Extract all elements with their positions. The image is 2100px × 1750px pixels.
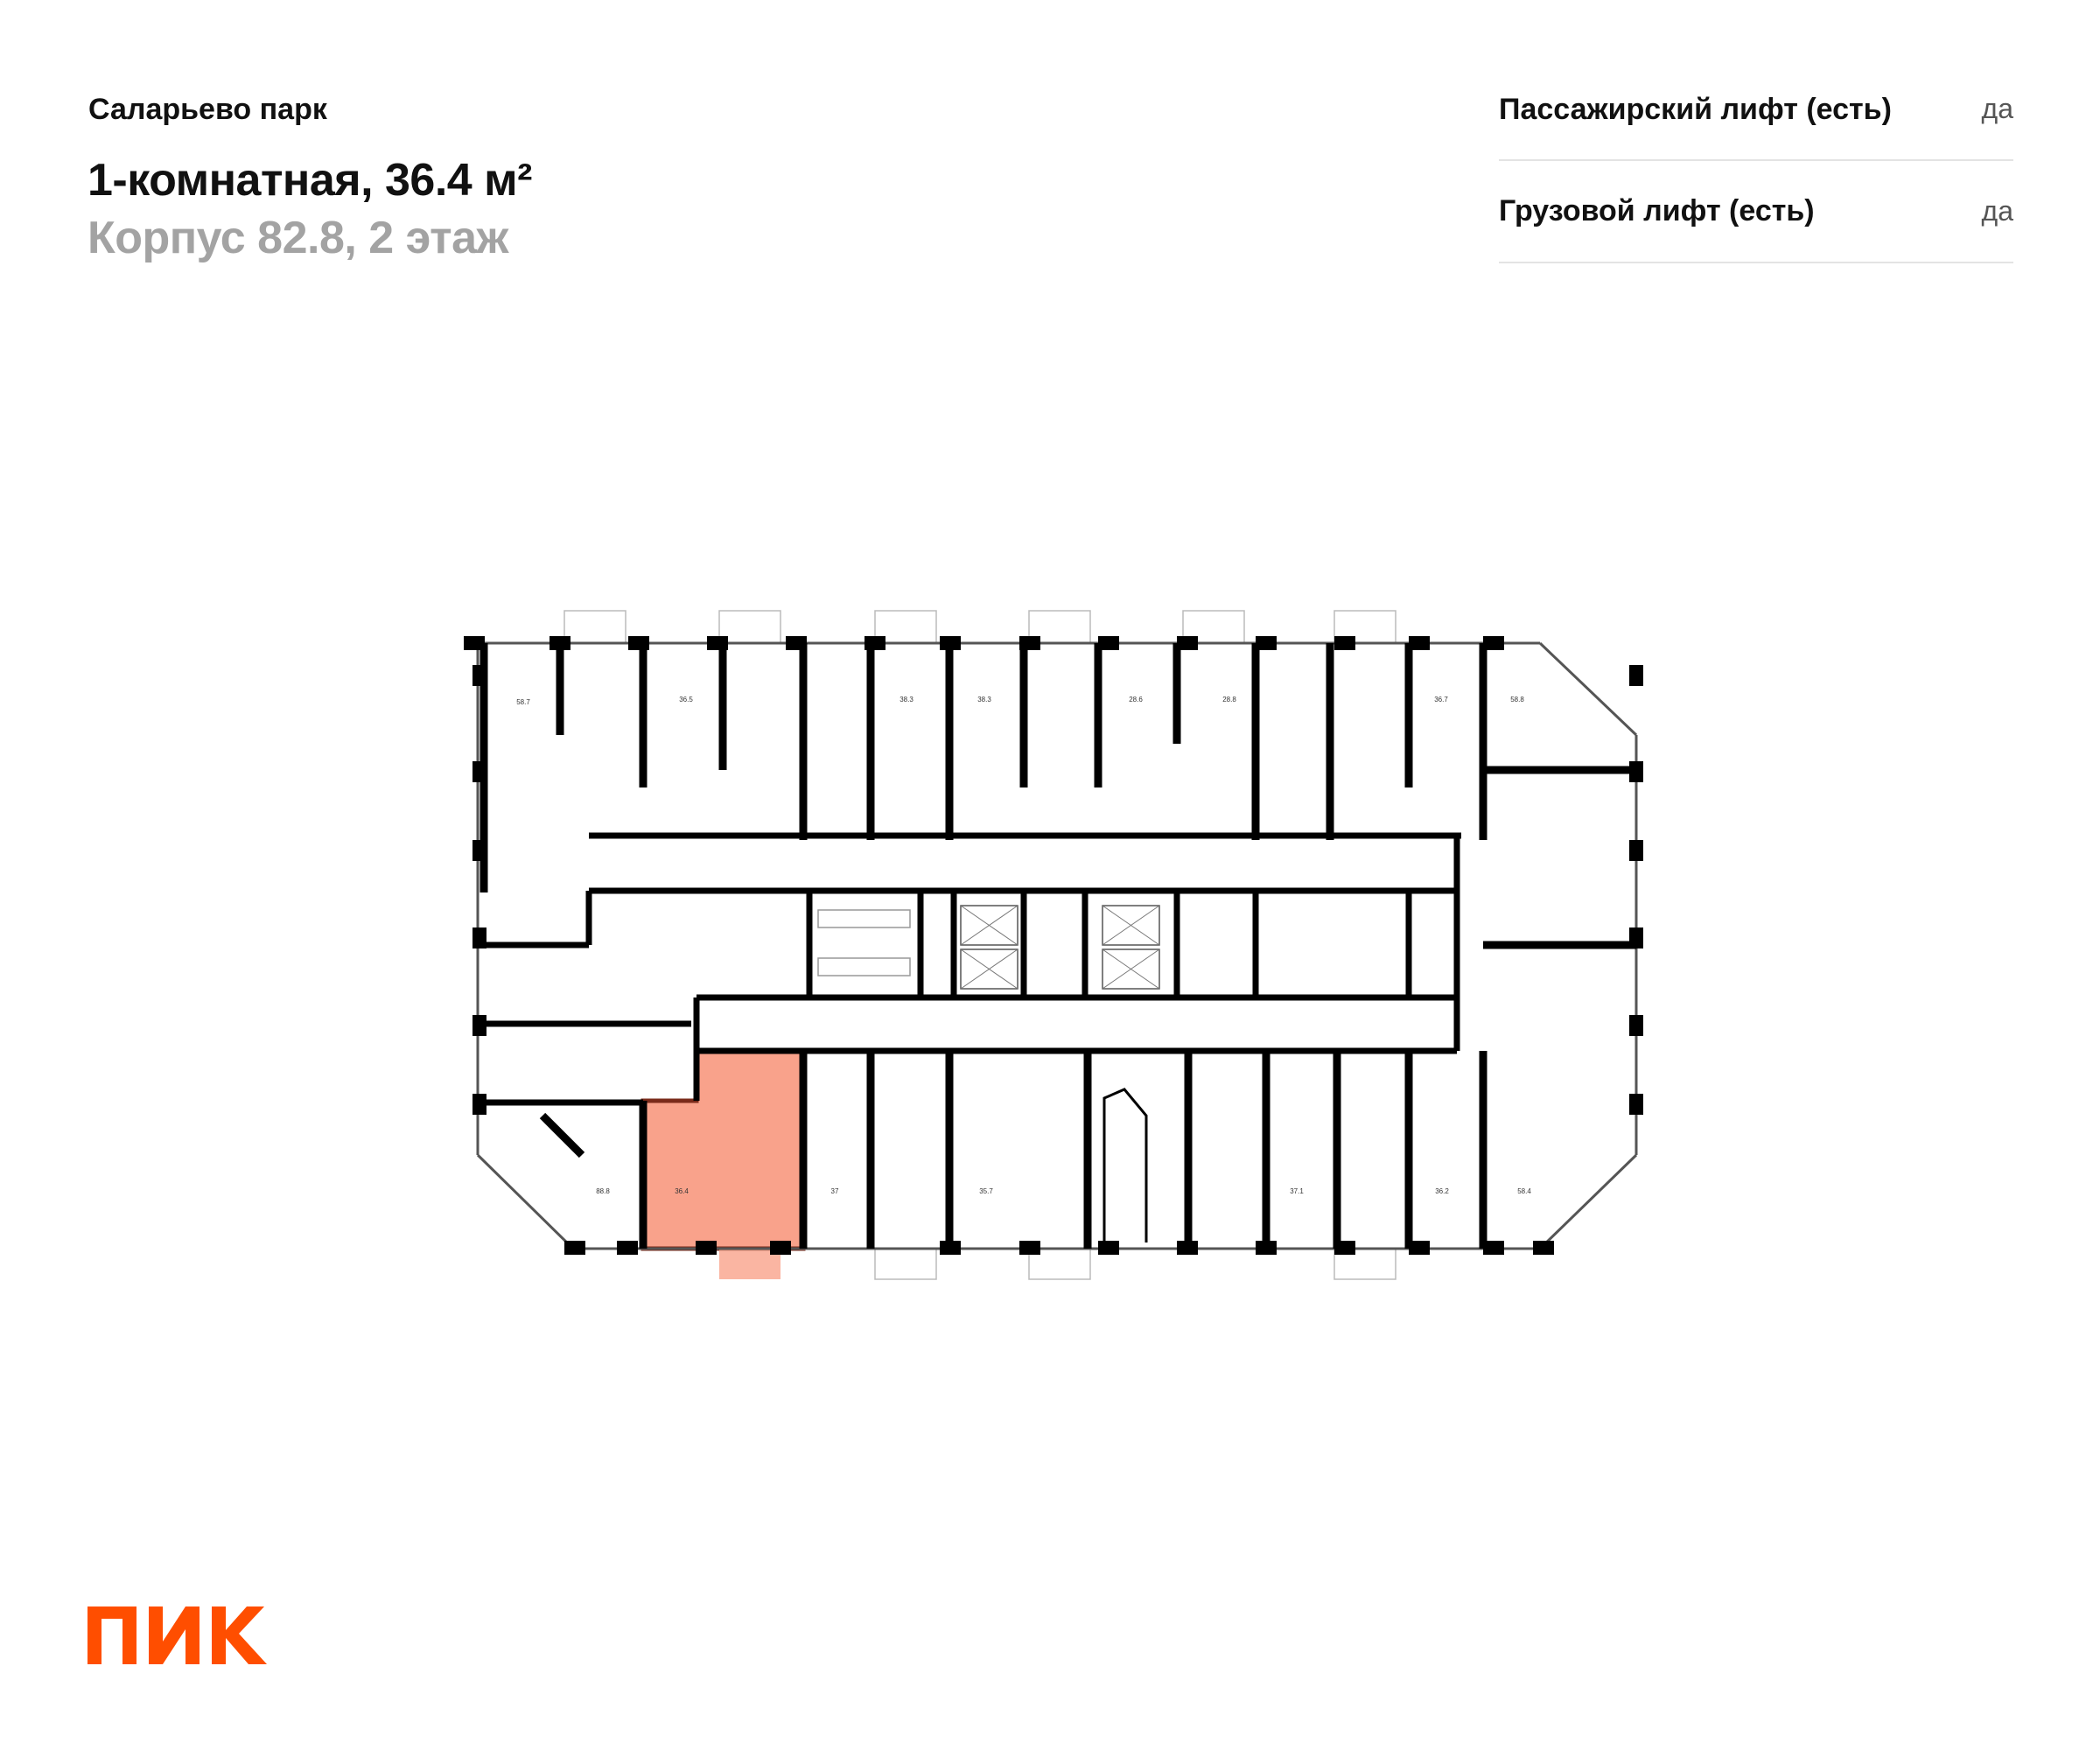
- feature-passenger-lift: Пассажирский лифт (есть) да: [1499, 84, 2013, 161]
- apartment-area-label[interactable]: 37.1: [1290, 1187, 1304, 1195]
- balcony: [874, 1248, 937, 1280]
- apartment-title: 1-комнатная, 36.4 м²: [88, 155, 532, 206]
- column: [1098, 1241, 1119, 1255]
- apartment-area-label[interactable]: 38.3: [900, 696, 914, 704]
- feature-freight-lift: Грузовой лифт (есть) да: [1499, 161, 2013, 263]
- column: [696, 1241, 717, 1255]
- feature-value: да: [1981, 195, 2013, 227]
- elevator-cross: [960, 905, 1018, 946]
- features-list: Пассажирский лифт (есть) да Грузовой лиф…: [1499, 84, 2013, 263]
- apartment-area-label[interactable]: 28.6: [1129, 696, 1143, 704]
- feature-label: Пассажирский лифт (есть): [1499, 93, 1892, 126]
- exterior-window-line: [476, 1153, 575, 1250]
- apartment-area-label[interactable]: 36.5: [679, 696, 693, 704]
- apartment-area-label[interactable]: 35.7: [979, 1187, 993, 1195]
- column: [1483, 1241, 1504, 1255]
- column: [617, 1241, 638, 1255]
- exterior-window-line: [1538, 1153, 1638, 1250]
- ventilation-shaft: [1102, 1088, 1148, 1242]
- stair-flight: [817, 909, 911, 928]
- feature-label: Грузовой лифт (есть): [1499, 194, 1815, 228]
- column: [1629, 840, 1643, 861]
- apartment-area-label[interactable]: 37: [831, 1187, 839, 1195]
- elevator-cross: [1102, 905, 1160, 946]
- column: [1483, 636, 1504, 650]
- column: [1098, 636, 1119, 650]
- apartment-area-label[interactable]: 58.7: [516, 698, 530, 706]
- apartment-area-label[interactable]: 28.8: [1222, 696, 1236, 704]
- column: [1629, 1015, 1643, 1036]
- column: [1629, 1094, 1643, 1115]
- column: [464, 636, 485, 650]
- balcony: [1334, 610, 1396, 644]
- selected-apartment-highlight[interactable]: [640, 1048, 806, 1251]
- stair-flight: [817, 957, 911, 976]
- pik-logo: [88, 1606, 267, 1664]
- column: [1409, 1241, 1430, 1255]
- apartment-area-label[interactable]: 38.3: [977, 696, 991, 704]
- column: [472, 1094, 486, 1115]
- top-apartment-labels: 58.7 36.5 38.3 38.3 28.6 28.8 36.7 58.8: [516, 696, 1524, 706]
- building-floor-subtitle: Корпус 82.8, 2 этаж: [88, 213, 508, 263]
- pik-logo-mark: [88, 1606, 267, 1664]
- column: [1629, 665, 1643, 686]
- exterior-window-line: [1538, 641, 1638, 737]
- column: [1256, 636, 1277, 650]
- column: [1177, 636, 1198, 650]
- apartment-area-label[interactable]: 36.2: [1435, 1187, 1449, 1195]
- column: [1533, 1241, 1554, 1255]
- balcony: [564, 610, 626, 644]
- column: [1019, 1241, 1040, 1255]
- apartment-area-label[interactable]: 88.8: [596, 1187, 610, 1195]
- elevator-cross: [1102, 948, 1160, 990]
- elevator-cross: [960, 948, 1018, 990]
- column: [1409, 636, 1430, 650]
- walls: [464, 636, 1643, 1255]
- project-name: Саларьево парк: [88, 93, 327, 126]
- apartment-area-label-selected[interactable]: 36.4: [675, 1187, 689, 1195]
- column: [1334, 636, 1355, 650]
- column: [472, 1015, 486, 1036]
- balcony: [718, 610, 781, 644]
- apartment-area-label[interactable]: 36.7: [1434, 696, 1448, 704]
- wall: [539, 1112, 585, 1158]
- bottom-apartment-labels: 88.8 36.4 37 35.7 37.1 36.2 58.4: [596, 1187, 1531, 1195]
- apartment-area-label[interactable]: 58.8: [1510, 696, 1524, 704]
- feature-value: да: [1981, 93, 2013, 124]
- apartment-area-label[interactable]: 58.4: [1517, 1187, 1531, 1195]
- column: [770, 1241, 791, 1255]
- column: [564, 1241, 585, 1255]
